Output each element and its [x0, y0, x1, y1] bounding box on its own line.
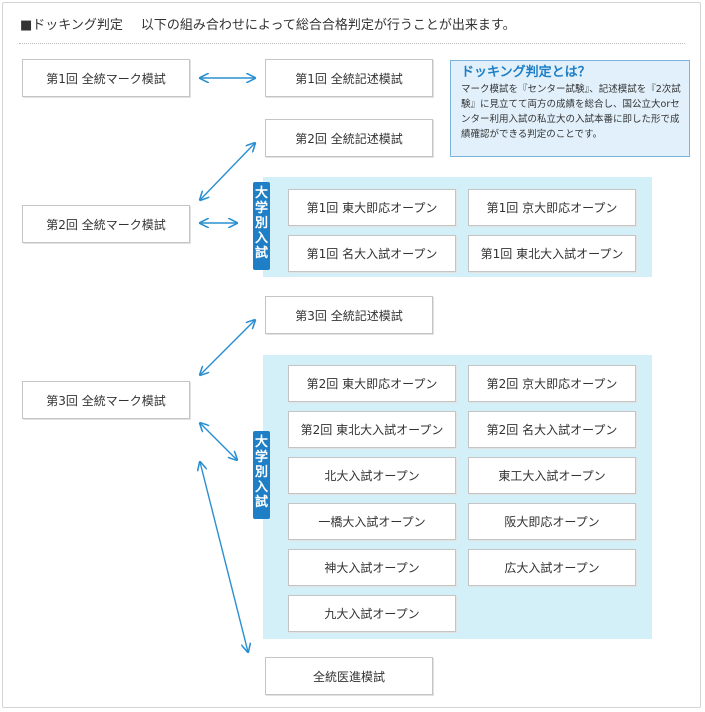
- group1-exam-2[interactable]: 第1回 京大即応オープン: [468, 189, 636, 226]
- group2-exam-10[interactable]: 広大入試オープン: [468, 549, 636, 586]
- group2-exam-6[interactable]: 東工大入試オープン: [468, 457, 636, 494]
- header-title: ■ドッキング判定: [20, 18, 123, 33]
- group2-exam-11[interactable]: 九大入試オープン: [288, 595, 456, 632]
- mark-exam-2[interactable]: 第2回 全統マーク模試: [22, 205, 190, 243]
- group2-exam-8[interactable]: 阪大即応オープン: [468, 503, 636, 540]
- group2-exam-2[interactable]: 第2回 京大即応オープン: [468, 365, 636, 402]
- header-description: 以下の組み合わせによって総合合格判定が行うことが出来ます。: [140, 18, 516, 33]
- header: ■ドッキング判定 以下の組み合わせによって総合合格判定が行うことが出来ます。: [20, 14, 516, 33]
- info-body: マーク模試を『センター試験』、記述模試を『2次試験』に見立てて両方の成績を総合し…: [461, 84, 681, 140]
- mark-exam-1[interactable]: 第1回 全統マーク模試: [22, 59, 190, 97]
- group1-exam-4[interactable]: 第1回 東北大入試オープン: [468, 235, 636, 272]
- group2-exam-4[interactable]: 第2回 名大入試オープン: [468, 411, 636, 448]
- header-separator: [19, 43, 685, 44]
- info-title: ドッキング判定とは？: [461, 65, 591, 80]
- arrow-mark3-written3: [200, 320, 255, 375]
- group1-exam-1[interactable]: 第1回 東大即応オープン: [288, 189, 456, 226]
- group2-exam-3[interactable]: 第2回 東北大入試オープン: [288, 411, 456, 448]
- group1-exam-3[interactable]: 第1回 名大入試オープン: [288, 235, 456, 272]
- university-exam-label-1: 大 学 別 入 試: [253, 182, 270, 270]
- written-exam-2[interactable]: 第2回 全統記述模試: [265, 119, 433, 157]
- group2-exam-7[interactable]: 一橋大入試オープン: [288, 503, 456, 540]
- arrow-mark3-medical: [200, 462, 248, 652]
- group2-exam-5[interactable]: 北大入試オープン: [288, 457, 456, 494]
- arrow-mark2-written2: [200, 143, 255, 200]
- medical-exam[interactable]: 全統医進模試: [265, 657, 433, 695]
- arrow-mark3-group2: [200, 423, 237, 460]
- mark-exam-3[interactable]: 第3回 全統マーク模試: [22, 381, 190, 419]
- written-exam-1[interactable]: 第1回 全統記述模試: [265, 59, 433, 97]
- group2-exam-9[interactable]: 神大入試オープン: [288, 549, 456, 586]
- university-exam-panel-2: [263, 355, 652, 639]
- written-exam-3[interactable]: 第3回 全統記述模試: [265, 296, 433, 334]
- group2-exam-1[interactable]: 第2回 東大即応オープン: [288, 365, 456, 402]
- docking-info-box: ドッキング判定とは？ マーク模試を『センター試験』、記述模試を『2次試験』に見立…: [450, 60, 690, 157]
- university-exam-label-2: 大 学 別 入 試: [253, 431, 270, 519]
